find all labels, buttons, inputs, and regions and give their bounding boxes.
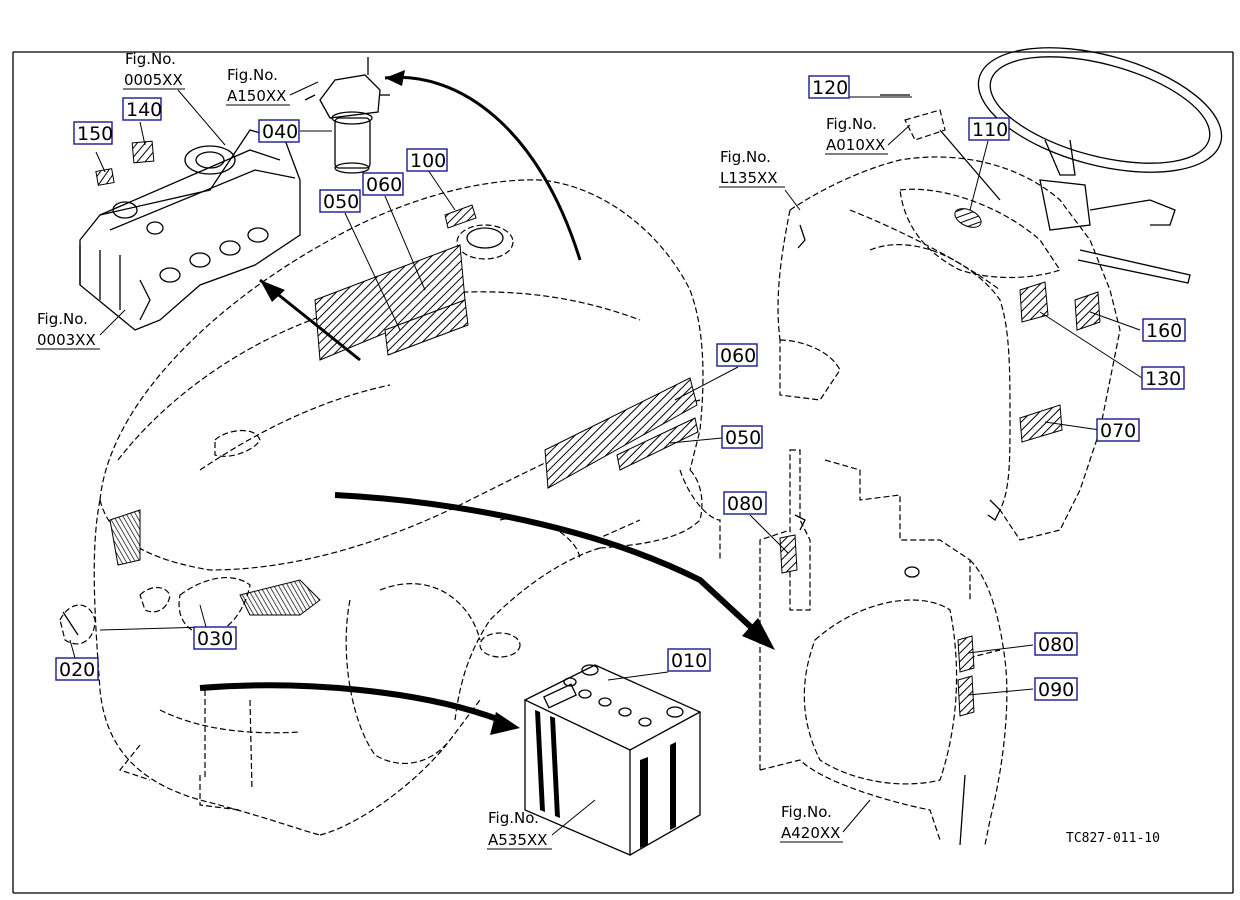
part-callout-010[interactable]: 010 [667,648,711,672]
fig-ref-0005-caption: Fig.No. [125,50,176,68]
part-callout-070[interactable]: 070 [1096,418,1140,442]
fig-ref-0003[interactable]: Fig.No. 0003XX [36,310,100,350]
direction-arrows [199,70,775,735]
part-callout-140[interactable]: 140 [122,97,162,121]
part-number: 150 [77,123,113,145]
part-callout-160[interactable]: 160 [1142,318,1186,342]
part-number: 020 [59,659,95,681]
fig-ref-0005[interactable]: Fig.No. 0005XX [123,50,185,90]
part-callout-150[interactable]: 150 [73,121,113,145]
part-number: 080 [1038,634,1074,656]
part-number: 010 [671,650,707,672]
engine-head-drawing [79,129,301,331]
fig-ref-l135[interactable]: Fig.No. L135XX [719,148,785,188]
part-callout-080-left[interactable]: 080 [723,491,767,515]
part-callout-050-top[interactable]: 050 [319,189,361,213]
part-callout-130[interactable]: 130 [1141,366,1185,390]
fig-ref-0005-number: 0005XX [124,71,183,89]
part-callout-020[interactable]: 020 [55,657,99,681]
part-number: 120 [812,77,848,99]
fig-ref-a150-number: A150XX [227,87,286,105]
part-callout-060-side[interactable]: 060 [716,343,758,367]
part-number: 040 [262,121,298,143]
part-number: 140 [126,99,162,121]
part-number: 110 [972,119,1008,141]
part-number: 080 [727,493,763,515]
part-number: 130 [1145,368,1181,390]
fig-ref-l135-number: L135XX [720,169,778,187]
part-number: 090 [1038,679,1074,701]
part-callout-060-top[interactable]: 060 [362,172,404,196]
fig-ref-a535-number: A535XX [488,831,547,849]
part-number: 060 [720,345,756,367]
page-frame [12,51,1234,894]
dashboard-drawing [777,47,1223,541]
fig-ref-a535-caption: Fig.No. [488,809,539,827]
part-number: 160 [1146,320,1182,342]
part-number: 060 [366,174,402,196]
fig-ref-a420-caption: Fig.No. [781,803,832,821]
part-number: 050 [323,191,359,213]
drawing-code: TC827-011-10 [1066,831,1160,846]
fig-ref-a010[interactable]: Fig.No. A010XX [825,115,888,155]
part-callout-100[interactable]: 100 [406,148,448,172]
hood-drawing [59,179,721,836]
fig-ref-a535[interactable]: Fig.No. A535XX [487,809,552,850]
fig-ref-a010-caption: Fig.No. [826,115,877,133]
fuel-filter-drawing [304,57,390,174]
part-number: 070 [1100,420,1136,442]
fig-ref-a420[interactable]: Fig.No. A420XX [780,803,843,843]
part-callout-040[interactable]: 040 [258,119,300,143]
part-callout-120[interactable]: 120 [808,75,850,99]
part-callout-080-right[interactable]: 080 [1034,632,1078,656]
part-callout-090[interactable]: 090 [1034,677,1078,701]
fig-ref-a150-caption: Fig.No. [227,66,278,84]
fig-ref-0003-caption: Fig.No. [37,310,88,328]
fig-ref-a010-number: A010XX [826,136,885,154]
part-callout-030[interactable]: 030 [193,626,237,650]
fig-ref-l135-caption: Fig.No. [720,148,771,166]
part-number: 030 [197,628,233,650]
part-number: 100 [410,150,446,172]
fig-ref-a150[interactable]: Fig.No. A150XX [226,66,290,106]
panel-drawing [759,449,1008,846]
part-callout-110[interactable]: 110 [968,117,1010,141]
fig-ref-a420-number: A420XX [781,824,840,842]
battery-drawing [523,664,702,856]
part-number: 050 [725,427,761,449]
leader-lines [69,81,1143,836]
part-callout-050-side[interactable]: 050 [721,425,763,449]
fig-ref-0003-number: 0003XX [37,331,96,349]
